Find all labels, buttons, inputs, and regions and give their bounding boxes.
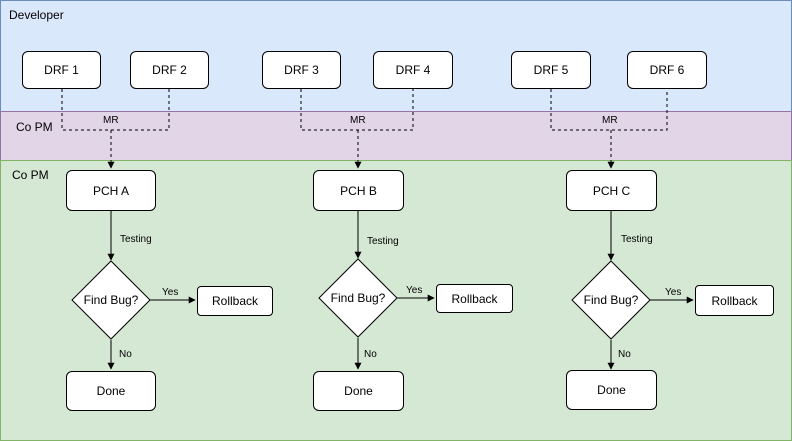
decision-label-a: Find Bug?: [83, 293, 139, 307]
lane-label-co-pm-test: Co PM: [12, 168, 49, 182]
merge-connector-c: [550, 89, 668, 131]
lane-label-co-pm-merge: Co PM: [16, 120, 53, 134]
decision-diamond-c: [571, 260, 651, 340]
yes-label-c: Yes: [665, 287, 682, 298]
merge-label-b: MR: [350, 115, 366, 127]
decision-diamond-a: [71, 260, 151, 340]
decision-label-b: Find Bug?: [330, 291, 386, 305]
node-pch-c[interactable]: PCH C: [566, 170, 657, 211]
no-label-a: No: [119, 349, 132, 360]
merge-label-c: MR: [602, 115, 618, 127]
node-done-b[interactable]: Done: [313, 371, 404, 411]
node-drf-3[interactable]: DRF 3: [262, 51, 341, 89]
merge-label-a: MR: [103, 115, 119, 127]
node-rollback-c[interactable]: Rollback: [695, 285, 774, 316]
node-done-c[interactable]: Done: [566, 370, 657, 410]
decision-label-c: Find Bug?: [583, 293, 639, 307]
merge-connector-a: [61, 89, 170, 131]
no-label-b: No: [364, 349, 377, 360]
lane-co-pm-merge: [0, 111, 792, 161]
no-label-c: No: [618, 349, 631, 360]
testing-label-b: Testing: [367, 236, 399, 247]
testing-label-c: Testing: [621, 234, 653, 245]
yes-label-a: Yes: [162, 287, 179, 298]
node-drf-2[interactable]: DRF 2: [130, 51, 209, 89]
decision-diamond-b: [318, 258, 398, 338]
node-drf-6[interactable]: DRF 6: [627, 51, 707, 89]
merge-connector-b: [300, 89, 414, 131]
node-drf-5[interactable]: DRF 5: [511, 51, 591, 89]
node-done-a[interactable]: Done: [66, 371, 156, 411]
testing-label-a: Testing: [120, 234, 152, 245]
node-rollback-b[interactable]: Rollback: [436, 284, 513, 313]
node-rollback-a[interactable]: Rollback: [197, 286, 273, 316]
node-pch-b[interactable]: PCH B: [313, 170, 404, 211]
lane-label-developer: Developer: [9, 8, 64, 22]
node-drf-1[interactable]: DRF 1: [22, 51, 101, 89]
node-drf-4[interactable]: DRF 4: [373, 51, 453, 89]
node-pch-a[interactable]: PCH A: [66, 170, 156, 211]
yes-label-b: Yes: [406, 285, 423, 296]
